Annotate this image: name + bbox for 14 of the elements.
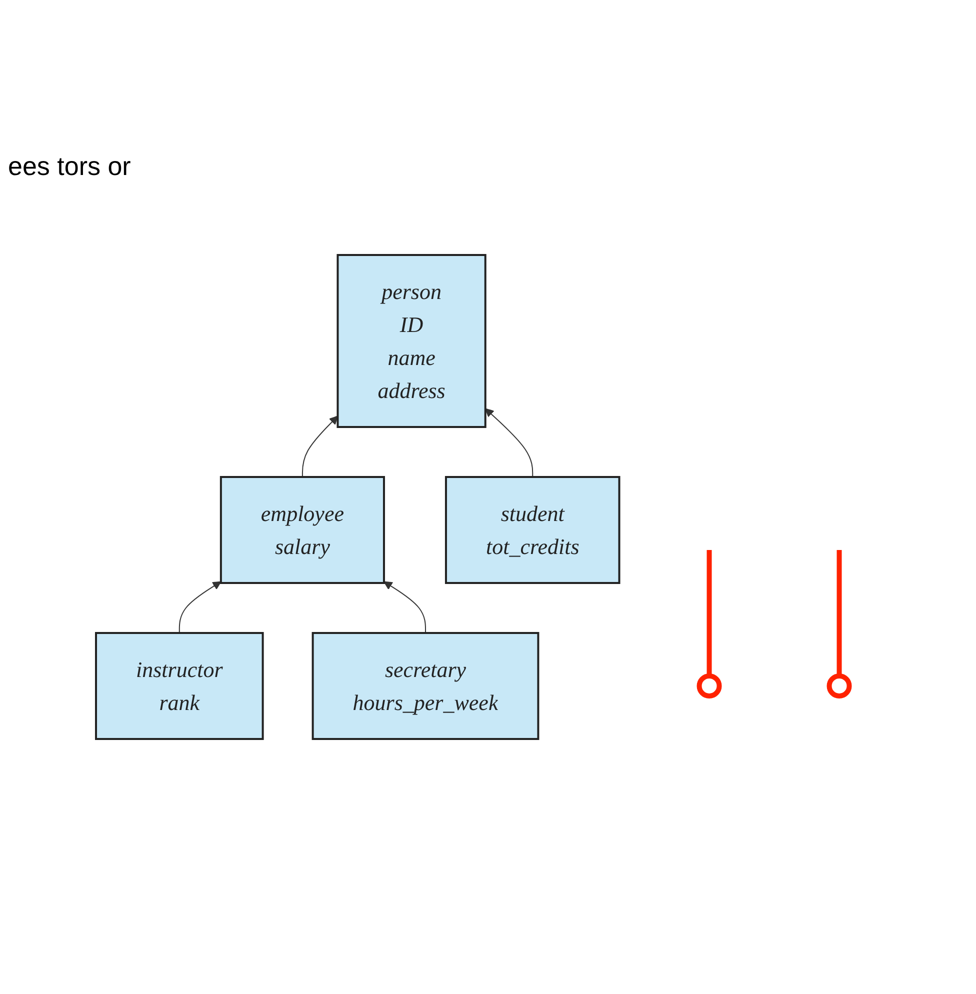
node-box: person ID name address <box>337 254 487 428</box>
node-circle <box>697 673 722 698</box>
note-text: ees tors or <box>8 150 132 183</box>
node-box: student tot_credits <box>445 476 621 584</box>
node-box: secretary hours_per_week <box>312 632 540 740</box>
connector <box>707 550 712 676</box>
arrow <box>384 581 426 634</box>
arrow <box>179 581 222 634</box>
arrow <box>302 416 338 478</box>
connector <box>837 550 842 676</box>
node-box: employee salary <box>220 476 386 584</box>
node-circle <box>827 673 852 698</box>
node-box: instructor rank <box>95 632 264 740</box>
arrow <box>485 408 534 478</box>
